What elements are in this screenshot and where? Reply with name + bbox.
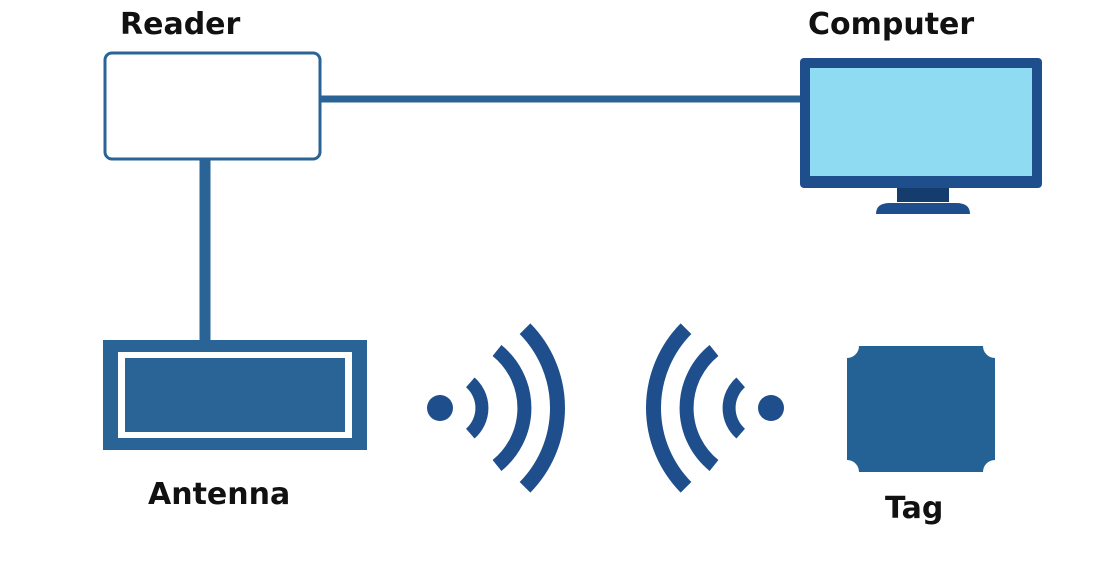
wireless-signal-icon-right <box>646 323 784 493</box>
reader-box <box>103 51 322 161</box>
rfid-tag-icon <box>847 346 995 472</box>
monitor-icon <box>800 58 1042 214</box>
signal-arc-right-1 <box>722 377 746 439</box>
tag-label: Tag <box>885 491 943 526</box>
antenna-label: Antenna <box>148 477 290 512</box>
signal-arc-right-3 <box>646 323 692 493</box>
signal-arc-left-2 <box>492 345 532 471</box>
signal-arc-left-3 <box>519 323 565 493</box>
monitor-base <box>876 203 970 214</box>
signal-dot-left <box>427 395 453 421</box>
monitor-neck <box>897 188 949 202</box>
antenna-icon <box>103 340 367 450</box>
antenna-inner <box>125 358 345 432</box>
reader-label: Reader <box>120 7 241 42</box>
monitor-screen <box>810 68 1032 176</box>
signal-arc-right-2 <box>679 345 719 471</box>
signal-dot-right <box>758 395 784 421</box>
signal-arc-left-1 <box>465 377 489 439</box>
wireless-signal-icon-left <box>427 323 565 493</box>
computer-label: Computer <box>808 7 974 42</box>
